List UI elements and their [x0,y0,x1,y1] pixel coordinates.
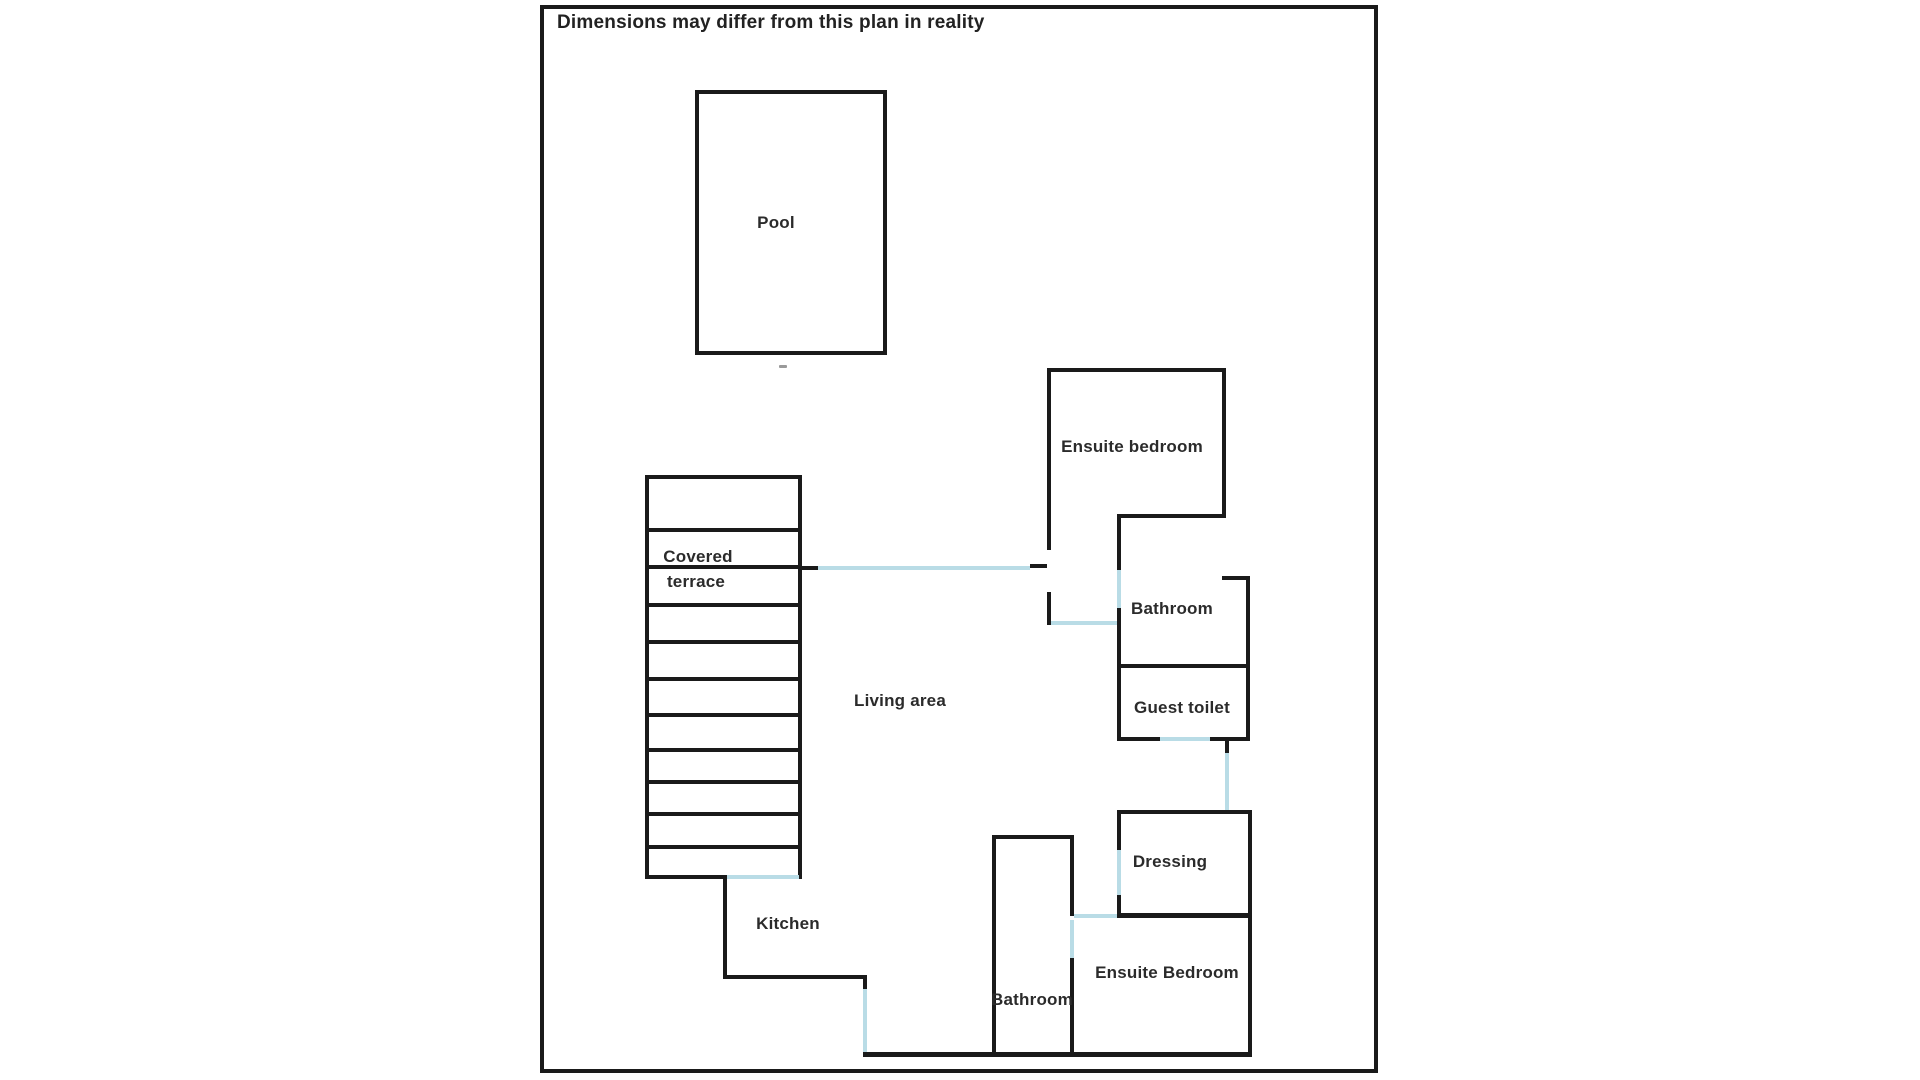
wall-dressing-north [1117,810,1252,814]
terrace-slat [649,677,798,681]
wall-dressing-west-a [1117,810,1121,850]
wall-east-wing [1248,810,1252,1057]
wall-guest-toilet-south-west [1117,737,1160,741]
wall-guest-toilet-south-east [1210,737,1250,741]
terrace-slat [649,780,798,784]
wall-ensuite-top-west-upper [1047,368,1051,550]
wall-bathroom-upper-east [1246,576,1250,741]
wall-bathroom-lower-west [992,835,996,1057]
bathroom-upper-door [1117,570,1121,608]
pool-artifact-dash [779,365,787,368]
wall-ensuite-top-west-lower [1047,592,1051,625]
passage-stub-west [800,566,818,570]
wall-guest-toilet-north [1117,664,1250,668]
ensuite-bedroom-top-label: Ensuite bedroom [1061,437,1203,456]
bathroom-upper-label: Bathroom [1131,599,1213,618]
bathroom-lower-door [1070,920,1074,958]
terrace-label-line1: Covered [663,547,733,566]
terrace-bottom-opening [727,875,799,879]
wall-dressing-south [1117,913,1252,918]
wall-south-main [863,1052,1252,1057]
terrace-slat [649,748,798,752]
wall-bathroom-upper-west-b [1117,608,1121,741]
terrace-slat [649,713,798,717]
terrace-slat [649,565,798,569]
wall-bathroom-upper-step [1222,576,1250,580]
terrace-slat [649,845,798,849]
wall-bathroom-lower-north [992,835,1074,839]
guest-toilet-label: Guest toilet [1134,698,1230,717]
living-area-label: Living area [854,691,946,710]
passage-opening-long [818,566,1030,570]
ensuite-bottom-north-opening [1074,914,1117,918]
wall-kitchen-south [723,975,867,979]
wall-bathroom-lower-east-a [1070,835,1074,916]
wall-dressing-west-b [1117,895,1121,918]
kitchen-opening-vertical [863,989,867,1052]
wall-ensuite-top-north [1047,368,1226,372]
guest-toilet-door [1160,737,1210,741]
corridor-opening-vertical [1225,753,1229,810]
dressing-label: Dressing [1132,852,1208,871]
terrace-label-line2: terrace [666,572,726,591]
pool-label: Pool [757,213,795,232]
ensuite-bedroom-bottom-label: Ensuite Bedroom [1095,963,1239,982]
bathroom-lower-label: Bathroom [991,990,1073,1009]
pool-outline [695,90,887,355]
passage-stub-east [1030,564,1047,568]
wall-kitchen-west [723,877,727,977]
kitchen-label: Kitchen [756,914,820,933]
wall-bathroom-upper-west-a [1117,514,1121,570]
dressing-door [1117,850,1121,895]
wall-ensuite-top-east [1222,368,1226,518]
kitchen-stub [863,979,867,989]
corridor-stub-north [1225,741,1229,753]
terrace-slat [649,812,798,816]
terrace-slat [649,640,798,644]
ensuite-top-south-opening [1051,621,1117,625]
plan-outer-border [540,5,1378,1073]
wall-bathroom-upper-north [1117,514,1226,518]
terrace-slat [649,528,798,532]
terrace-slat [649,603,798,607]
wall-bathroom-lower-east-b [1070,958,1074,1056]
disclaimer-note: Dimensions may differ from this plan in … [557,12,985,33]
